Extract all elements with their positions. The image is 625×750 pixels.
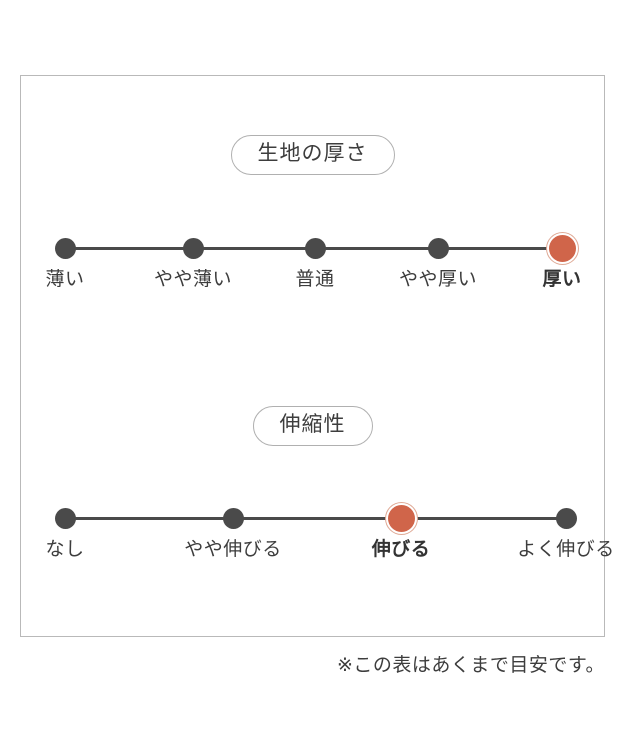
scale-track [65,517,564,520]
scale-label-1: やや伸びる [184,539,282,560]
scale-label-0: 薄い [45,269,85,290]
scale-stretchiness: なし やや伸びる 伸びる よく伸びる [21,486,614,566]
scale-label-1: やや薄い [153,269,233,290]
section-title-fabric-thickness: 生地の厚さ [21,135,604,176]
scale-label-0: なし [45,539,85,560]
scale-node-3[interactable] [427,238,449,259]
disclaimer-note: ※この表はあくまで目安です。 [336,655,605,676]
scale-node-3[interactable] [555,508,577,529]
scale-label-2-selected: 伸びる [371,539,431,560]
section-title-pill-label: 伸縮性 [252,406,373,447]
scale-fabric-thickness: 薄い やや薄い 普通 やや厚い 厚い [21,216,604,296]
scale-node-0[interactable] [54,508,76,529]
scale-node-2[interactable] [304,238,326,259]
scale-label-3: よく伸びる [517,539,615,560]
spec-table-frame: 生地の厚さ 薄い やや薄い 普通 やや厚い 厚い 伸縮性 なし やや伸びる 伸び… [20,75,614,637]
scale-node-4-selected[interactable] [548,235,576,262]
scale-node-2-selected[interactable] [387,505,415,532]
section-title-pill-label: 生地の厚さ [230,135,395,176]
scale-node-1[interactable] [222,508,244,529]
scale-label-3: やや厚い [398,269,478,290]
scale-node-0[interactable] [54,238,76,259]
section-title-stretchiness: 伸縮性 [21,406,604,447]
scale-node-1[interactable] [182,238,204,259]
scale-label-2: 普通 [295,269,335,290]
scale-label-4-selected: 厚い [542,269,582,290]
